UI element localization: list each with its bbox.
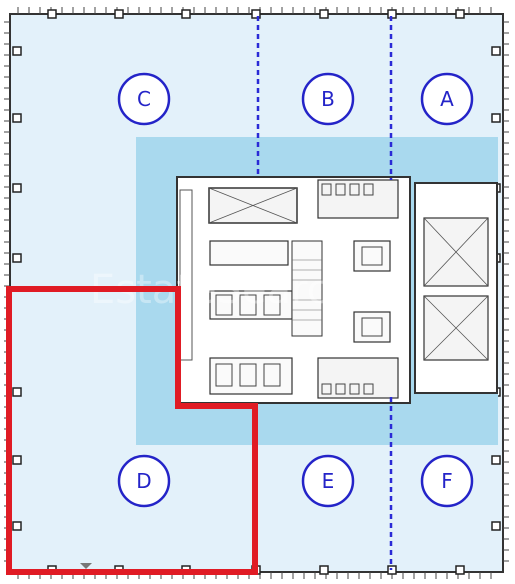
zone-label-b: B	[321, 87, 335, 111]
zone-marker-c[interactable]: C	[117, 72, 171, 126]
zone-marker-a[interactable]: A	[420, 72, 474, 126]
zone-label-c: C	[137, 87, 151, 111]
zone-d-highlight[interactable]	[6, 286, 258, 575]
zone-label-d: D	[136, 469, 151, 493]
zone-label-a: A	[440, 87, 454, 111]
riser-block	[414, 182, 498, 394]
zone-marker-b[interactable]: B	[301, 72, 355, 126]
zone-marker-e[interactable]: E	[301, 454, 355, 508]
north-marker-icon	[80, 563, 92, 569]
zone-dividers	[256, 16, 393, 570]
zone-marker-d[interactable]: D	[117, 454, 171, 508]
zone-label-e: E	[322, 469, 335, 493]
building-core	[176, 176, 411, 404]
zone-marker-f[interactable]: F	[420, 454, 474, 508]
zone-label-f: F	[441, 469, 453, 493]
